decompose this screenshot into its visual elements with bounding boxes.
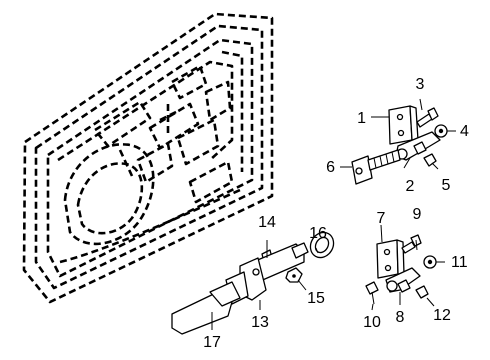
callout-8: 8: [396, 309, 405, 326]
callout-3: 3: [416, 76, 425, 93]
lower-hinge-plate: [376, 239, 405, 279]
check-strap-nut: [285, 267, 303, 283]
callout-10: 10: [363, 314, 381, 331]
upper-hinge-pin-bolt: [351, 149, 401, 185]
callout-14: 14: [258, 214, 276, 231]
callout-11: 11: [451, 254, 468, 271]
leader-lines: [211, 98, 456, 330]
upper-hinge-nut: [434, 124, 448, 138]
callout-2: 2: [406, 178, 415, 195]
check-strap-arm: [171, 281, 241, 335]
callout-13: 13: [251, 314, 269, 331]
lower-hinge-arm: [385, 267, 421, 293]
lower-hinge-bolt-small: [365, 281, 379, 305]
callout-4: 4: [460, 123, 469, 140]
door-check-strap: [225, 242, 309, 305]
upper-hinge-arm: [395, 131, 441, 161]
callout-15: 15: [307, 290, 325, 307]
lower-hinge-bolt: [401, 234, 422, 254]
callout-12: 12: [433, 307, 451, 324]
callout-numbers: 1 2 3 4 5 6 7 8 9 10 11 12 13 14 15 16 1…: [203, 76, 469, 351]
check-strap-grommet: [309, 231, 335, 259]
lower-hinge-nut: [423, 255, 437, 269]
callout-16: 16: [309, 225, 327, 242]
callout-1: 1: [357, 110, 366, 127]
callout-17: 17: [203, 334, 221, 351]
lower-hinge-pin-cap: [415, 285, 429, 299]
upper-hinge-plate: [388, 105, 419, 145]
callout-9: 9: [413, 206, 422, 223]
door-shell-outline: [22, 12, 274, 304]
upper-hinge-bolt: [416, 107, 439, 128]
callout-6: 6: [326, 159, 335, 176]
upper-hinge-pin-cap: [423, 153, 437, 167]
callout-5: 5: [442, 177, 451, 194]
callout-7: 7: [377, 210, 386, 227]
